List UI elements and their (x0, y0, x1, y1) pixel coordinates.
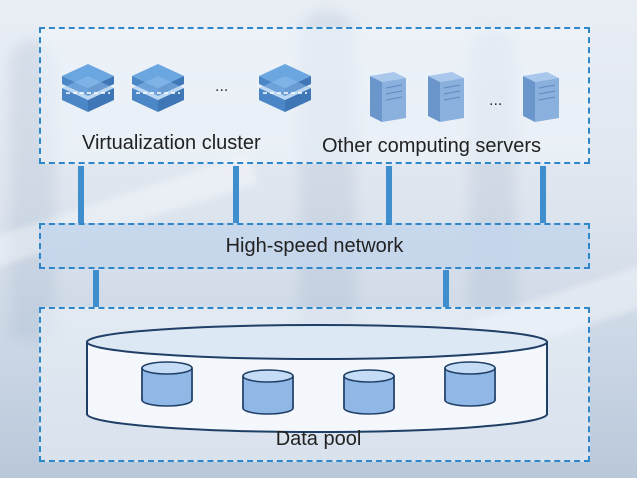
virtualization-cluster-label: Virtualization cluster (82, 132, 261, 154)
connector-line (386, 166, 392, 223)
connector-line (93, 270, 99, 307)
connector-line (540, 166, 546, 223)
storage-cylinder-icon (343, 369, 395, 415)
server-tower-icon (370, 72, 406, 122)
server-tower-icon (428, 72, 464, 122)
connector-line (443, 270, 449, 307)
connector-line (233, 166, 239, 223)
storage-cylinder-icon (141, 361, 193, 407)
servers-ellipsis: ... (489, 92, 503, 109)
cluster-ellipsis: ... (215, 78, 229, 95)
virtualization-node-icon (132, 64, 184, 112)
connector-line (78, 166, 84, 223)
virtualization-node-icon (62, 64, 114, 112)
network-label: High-speed network (225, 234, 404, 257)
storage-cylinder-icon (444, 361, 496, 407)
high-speed-network-bar: High-speed network (39, 223, 590, 269)
virtualization-node-icon (259, 64, 311, 112)
compute-group-box (39, 27, 590, 164)
other-servers-label: Other computing servers (322, 135, 541, 157)
storage-cylinder-icon (242, 369, 294, 415)
data-pool-label: Data pool (275, 428, 362, 450)
server-tower-icon (523, 72, 559, 122)
